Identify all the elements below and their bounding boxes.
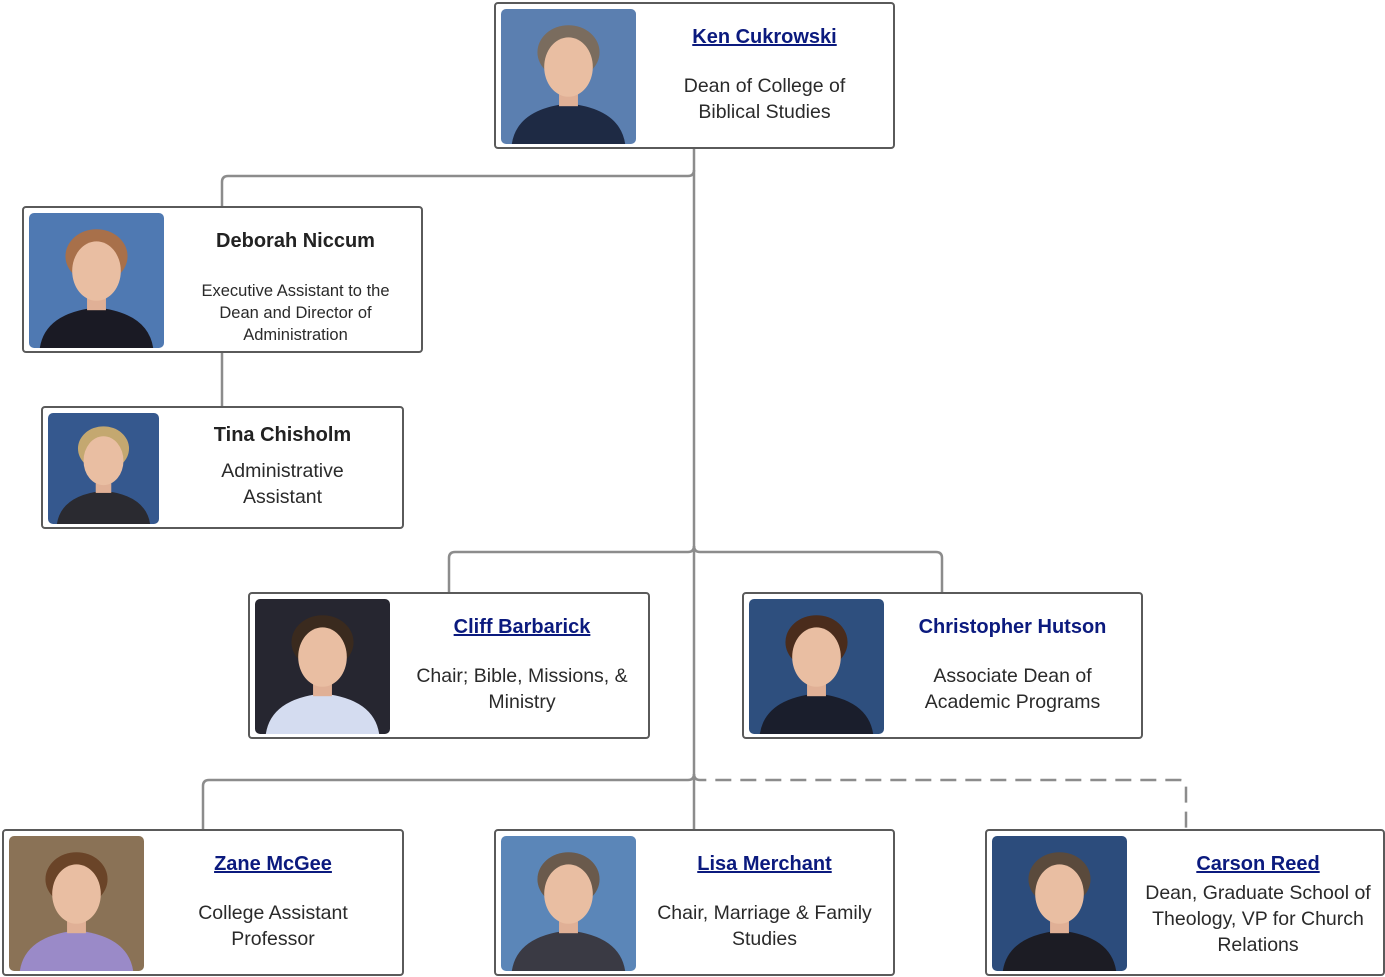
portrait-shoulders: [265, 693, 380, 734]
person-title: Dean of College of Biblical Studies: [683, 75, 846, 123]
org-card-ken-cukrowski: Ken Cukrowski Dean of College of Biblica…: [494, 2, 895, 149]
portrait-photo: [29, 213, 164, 348]
person-name: Christopher Hutson: [918, 616, 1107, 638]
person-name-link[interactable]: Zane McGee: [214, 853, 332, 875]
org-card-cliff-barbarick: Cliff Barbarick Chair; Bible, Missions, …: [248, 592, 650, 739]
person-title: Dean, Graduate School of Theology, VP fo…: [1145, 882, 1371, 956]
portrait-shoulders: [511, 930, 626, 971]
person-name-link[interactable]: Lisa Merchant: [697, 853, 832, 875]
portrait-photo: [992, 836, 1127, 971]
portrait-face: [1035, 864, 1084, 924]
portrait-image: [749, 599, 884, 734]
person-name-link[interactable]: Ken Cukrowski: [692, 26, 837, 48]
portrait-shoulders: [19, 930, 134, 971]
portrait-photo: [48, 413, 159, 524]
org-card-deborah-niccum: Deborah Niccum Executive Assistant to th…: [22, 206, 423, 353]
portrait-face: [544, 37, 593, 97]
portrait-image: [501, 836, 636, 971]
portrait-shoulders: [759, 693, 874, 734]
portrait-photo: [255, 599, 390, 734]
org-card-lisa-merchant: Lisa Merchant Chair, Marriage & Family S…: [494, 829, 895, 976]
portrait-face: [298, 627, 347, 687]
connector-carson-dotted: [692, 773, 1188, 830]
connector-christopher: [692, 545, 944, 593]
portrait-image: [48, 413, 159, 524]
person-title: Chair; Bible, Missions, & Ministry: [416, 665, 628, 713]
portrait-face: [792, 627, 841, 687]
portrait-image: [501, 9, 636, 144]
person-title: Chair, Marriage & Family Studies: [657, 902, 872, 950]
portrait-shoulders: [39, 307, 154, 348]
person-name: Deborah Niccum: [216, 230, 375, 252]
portrait-photo: [749, 599, 884, 734]
connector-zane: [201, 773, 696, 830]
portrait-shoulders: [1002, 930, 1117, 971]
connector-cliff: [447, 545, 696, 593]
person-title: Administrative Assistant: [221, 460, 344, 508]
person-title: College Assistant Professor: [198, 902, 348, 950]
portrait-face: [72, 241, 121, 301]
person-name-link[interactable]: Carson Reed: [1196, 853, 1320, 875]
person-title: Executive Assistant to the Dean and Dire…: [201, 282, 390, 344]
portrait-image: [255, 599, 390, 734]
portrait-image: [9, 836, 144, 971]
org-card-zane-mcgee: Zane McGee College Assistant Professor: [2, 829, 404, 976]
portrait-photo: [9, 836, 144, 971]
portrait-shoulders: [56, 490, 151, 524]
portrait-photo: [501, 836, 636, 971]
person-name: Tina Chisholm: [213, 424, 352, 446]
org-card-christopher-hutson: Christopher Hutson Associate Dean of Aca…: [742, 592, 1143, 739]
org-card-tina-chisholm: Tina Chisholm Administrative Assistant: [41, 406, 404, 529]
portrait-image: [29, 213, 164, 348]
portrait-photo: [501, 9, 636, 144]
portrait-face: [83, 436, 124, 486]
portrait-shoulders: [511, 103, 626, 144]
portrait-image: [992, 836, 1127, 971]
person-title: Associate Dean of Academic Programs: [924, 665, 1101, 713]
org-card-carson-reed: Carson Reed Dean, Graduate School of The…: [985, 829, 1385, 976]
portrait-face: [52, 864, 101, 924]
portrait-face: [544, 864, 593, 924]
person-name-link[interactable]: Cliff Barbarick: [453, 616, 591, 638]
connector-deborah: [220, 169, 696, 207]
